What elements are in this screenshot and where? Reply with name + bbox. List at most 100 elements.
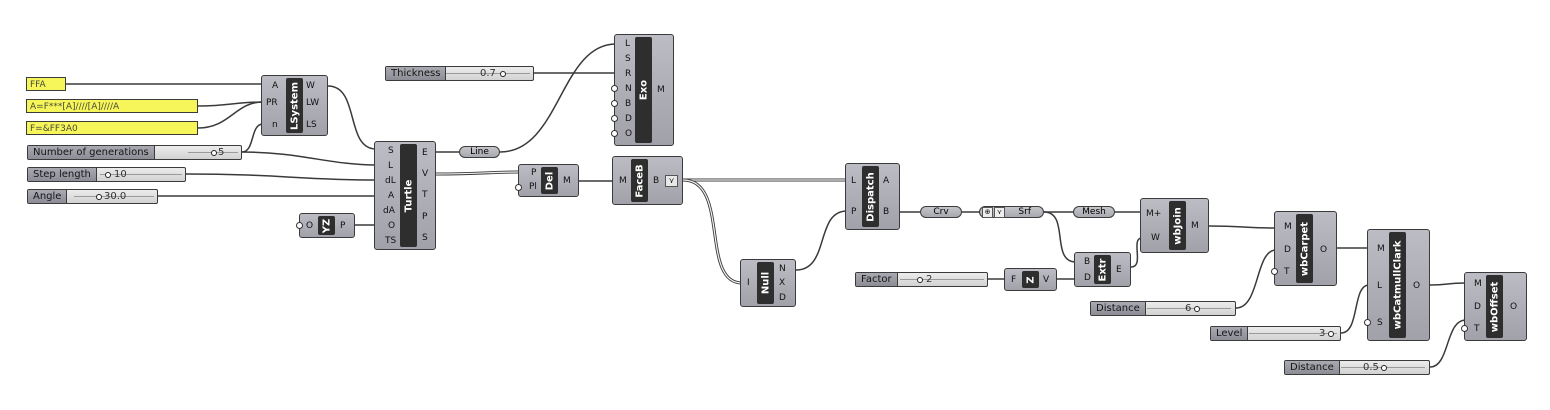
exo-input-r[interactable]: R — [625, 69, 632, 79]
param-line[interactable]: Line — [459, 146, 500, 158]
exo-input-d[interactable]: D — [625, 114, 632, 124]
lsystem-input-a[interactable]: A — [272, 81, 279, 91]
yz-input-grip[interactable] — [296, 222, 303, 229]
wbcatmull-input-s-grip[interactable] — [1364, 319, 1371, 326]
slider-step[interactable]: Step length 10 — [27, 167, 186, 182]
exo-input-l[interactable]: L — [625, 39, 631, 49]
component-wbjoin[interactable]: M+ W wbJoin M — [1140, 198, 1209, 253]
faceb-input-m[interactable]: M — [619, 176, 627, 186]
turtle-input-da[interactable]: dA — [383, 206, 395, 216]
turtle-output-t[interactable]: T — [422, 190, 428, 200]
exo-input-o[interactable]: O — [625, 129, 633, 139]
component-exo[interactable]: L S R N B D O Exo M — [611, 34, 674, 146]
exo-input-b[interactable]: B — [625, 99, 632, 109]
component-turtle[interactable]: S L dL A dA O TS Turtle E V T P S — [374, 141, 436, 250]
null-output-d[interactable]: D — [779, 293, 786, 303]
component-faceb[interactable]: M FaceB B ⋎ — [612, 156, 683, 205]
wbjoin-output-m[interactable]: M — [1191, 221, 1199, 231]
param-crv[interactable]: Crv — [920, 206, 962, 218]
extr-output-e[interactable]: E — [1116, 265, 1122, 275]
component-null[interactable]: I Null N X D — [740, 259, 796, 307]
exo-input-o-grip[interactable] — [611, 130, 618, 137]
turtle-output-e[interactable]: E — [422, 148, 428, 158]
wbjoin-input-w[interactable]: W — [1151, 233, 1160, 243]
slider-distance1-knob[interactable] — [1194, 306, 1200, 312]
component-z[interactable]: F Z V — [1004, 268, 1057, 291]
component-wboffset[interactable]: M D T wbOffset O — [1461, 272, 1527, 341]
slider-distance2[interactable]: Distance 0.5 — [1284, 360, 1430, 375]
panel-axiom[interactable]: FFA — [26, 77, 66, 91]
null-output-x[interactable]: X — [779, 278, 786, 288]
del-input-p[interactable]: P — [531, 168, 537, 178]
slider-step-knob[interactable] — [105, 172, 111, 178]
turtle-output-s[interactable]: S — [422, 233, 428, 243]
slider-thickness[interactable]: Thickness 0.7 — [385, 66, 534, 81]
wbcarpet-input-t[interactable]: T — [1284, 267, 1290, 277]
slider-angle-knob[interactable] — [96, 194, 102, 200]
component-extr[interactable]: B D Extr E — [1074, 252, 1131, 287]
exo-output-m[interactable]: M — [657, 85, 665, 95]
wboffset-input-t-grip[interactable] — [1461, 325, 1468, 332]
turtle-input-a[interactable]: A — [388, 191, 395, 201]
wbcatmull-output-o[interactable]: O — [1413, 281, 1421, 291]
yz-input-o[interactable]: O — [306, 221, 314, 231]
wbcatmull-input-l[interactable]: L — [1377, 281, 1383, 291]
slider-angle[interactable]: Angle 30.0 — [27, 189, 158, 204]
yz-output-p[interactable]: P — [340, 221, 346, 231]
exo-input-n-grip[interactable] — [611, 85, 618, 92]
lsystem-output-ls[interactable]: LS — [306, 120, 317, 130]
component-wbcarpet[interactable]: M D T wbCarpet O — [1271, 211, 1337, 286]
wboffset-input-d[interactable]: D — [1474, 302, 1481, 312]
lsystem-output-w[interactable]: W — [306, 81, 315, 91]
exo-input-b-grip[interactable] — [611, 100, 618, 107]
param-mesh[interactable]: Mesh — [1073, 206, 1115, 218]
extr-input-d[interactable]: D — [1084, 273, 1091, 283]
slider-distance2-knob[interactable] — [1381, 365, 1387, 371]
del-input-pl[interactable]: Pl — [529, 182, 537, 192]
dispatch-input-l[interactable]: L — [851, 176, 857, 186]
wbcarpet-input-m[interactable]: M — [1284, 222, 1292, 232]
exo-input-n[interactable]: N — [625, 84, 632, 94]
wboffset-output-o[interactable]: O — [1510, 302, 1518, 312]
param-srf[interactable]: ⊕ ⋎ Srf — [979, 206, 1044, 218]
z-input-f[interactable]: F — [1011, 275, 1017, 285]
faceb-output-b[interactable]: B — [653, 176, 660, 186]
wbcarpet-output-o[interactable]: O — [1320, 245, 1328, 255]
slider-distance1[interactable]: Distance 6 — [1090, 301, 1236, 316]
exo-input-d-grip[interactable] — [611, 115, 618, 122]
turtle-input-o[interactable]: O — [388, 221, 396, 231]
lsystem-input-pr[interactable]: PR — [266, 98, 278, 108]
turtle-input-l[interactable]: L — [388, 161, 394, 171]
slider-thickness-knob[interactable] — [500, 71, 506, 77]
turtle-output-v[interactable]: V — [422, 169, 429, 179]
wbcarpet-input-d[interactable]: D — [1284, 245, 1291, 255]
z-output-v[interactable]: V — [1043, 275, 1050, 285]
component-del[interactable]: P Pl Del M — [515, 164, 579, 197]
turtle-input-dl[interactable]: dL — [385, 176, 396, 186]
component-lsystem[interactable]: A PR n LSystem W LW LS — [261, 75, 328, 136]
component-yz[interactable]: O YZ P — [296, 213, 355, 238]
wboffset-input-m[interactable]: M — [1474, 279, 1482, 289]
exo-input-s[interactable]: S — [625, 54, 631, 64]
slider-factor[interactable]: Factor 2 — [855, 272, 988, 287]
wbcatmull-input-s[interactable]: S — [1377, 318, 1383, 328]
wbjoin-input-mplus[interactable]: M+ — [1146, 209, 1162, 219]
del-output-m[interactable]: M — [563, 176, 571, 186]
turtle-output-p[interactable]: P — [422, 212, 428, 222]
wbcatmull-input-m[interactable]: M — [1377, 244, 1385, 254]
slider-level-knob[interactable] — [1328, 331, 1334, 337]
component-wbcatmullclark[interactable]: M L S wbCatmullClark O — [1364, 229, 1430, 341]
turtle-input-s[interactable]: S — [388, 146, 394, 156]
panel-rule-f[interactable]: F=&FF3A0 — [26, 121, 198, 135]
component-dispatch[interactable]: L P Dispatch A B — [845, 163, 900, 230]
null-input-i[interactable]: I — [747, 278, 750, 288]
lsystem-output-lw[interactable]: LW — [306, 98, 320, 108]
slider-generations[interactable]: Number of generations 5 — [27, 145, 242, 160]
wbcarpet-input-t-grip[interactable] — [1271, 268, 1278, 275]
slider-factor-knob[interactable] — [917, 277, 923, 283]
lsystem-input-n[interactable]: n — [272, 120, 278, 130]
dispatch-output-a[interactable]: A — [883, 176, 890, 186]
del-input-pl-grip[interactable] — [515, 184, 522, 191]
null-output-n[interactable]: N — [779, 264, 786, 274]
wboffset-input-t[interactable]: T — [1474, 324, 1480, 334]
